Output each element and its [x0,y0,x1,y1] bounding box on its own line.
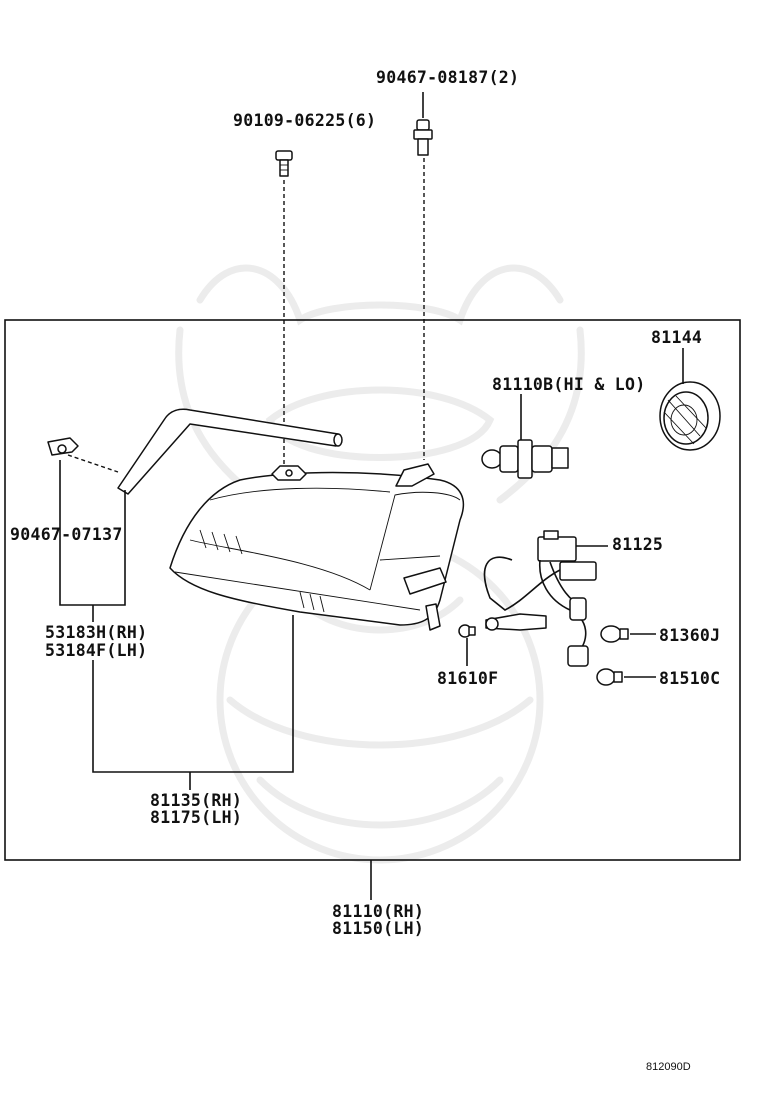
turn-bulb-icon [596,668,623,686]
bolt-icon [413,92,433,156]
bracket-rod-icon [117,408,343,495]
label-bracket-lh: 53184F(LH) [45,641,147,660]
label-turn-bulb: 81510C [659,669,720,688]
screw-icon [275,150,293,177]
label-bolt: 90467-08187(2) [376,68,519,87]
clip-dash-line [67,454,119,473]
side-bulb-icon [600,625,629,643]
label-clip: 90467-07137 [10,525,123,544]
label-screw: 90109-06225(6) [233,111,376,130]
label-socket-cover: 81144 [651,328,702,347]
headlamp-bulb-icon [481,439,569,479]
clip-icon [47,437,79,456]
figure-code: 812090D [646,1061,691,1073]
small-bulb-icon [458,624,476,638]
wire-harness-icon [483,530,597,667]
label-lens-rh: 81135(RH) [150,791,242,810]
lens-leader [92,615,294,790]
assembly-frame [4,319,741,861]
label-bracket-rh: 53183H(RH) [45,623,147,642]
bracket-leader [59,460,126,622]
watermark-emblem [175,264,585,864]
headlamp-housing-icon [169,463,465,631]
label-headlamp-bulb: 81110B(HI & LO) [492,375,646,394]
socket-cover-icon [659,381,721,451]
label-side-bulb: 81360J [659,626,720,645]
label-lens-lh: 81175(LH) [150,808,242,827]
label-small-bulb: 81610F [437,669,498,688]
label-assembly-lh: 81150(LH) [332,919,424,938]
label-wire-harness: 81125 [612,535,663,554]
label-assembly-rh: 81110(RH) [332,902,424,921]
